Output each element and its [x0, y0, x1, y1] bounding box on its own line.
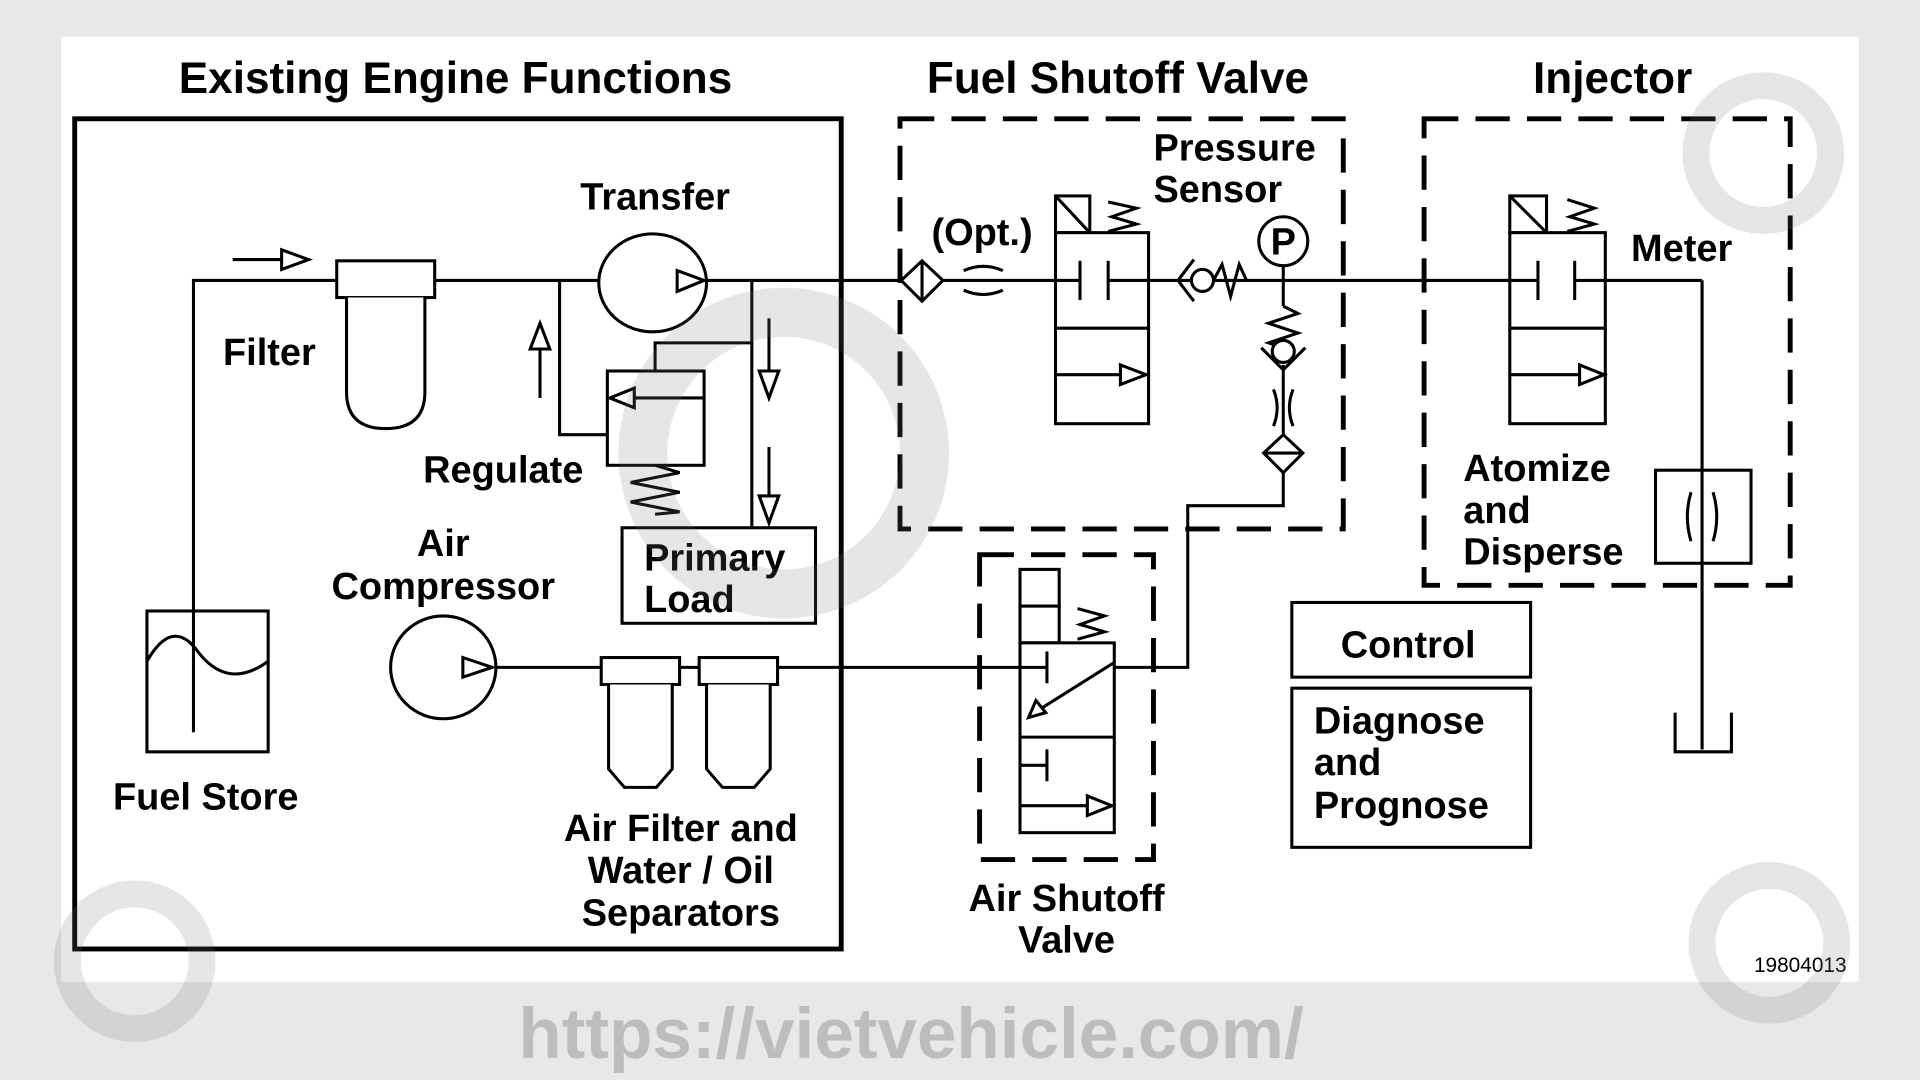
- exhaust-chamber-icon: [1673, 712, 1733, 754]
- label-primary: Primary: [644, 538, 785, 580]
- check-valve-icon: [1176, 258, 1248, 303]
- air-compressor-icon: [389, 614, 498, 721]
- label-control: Control: [1341, 625, 1476, 667]
- svg-text:P: P: [1271, 222, 1296, 264]
- diagram-panel: [61, 36, 1859, 983]
- inlet-filter-icon: [899, 258, 946, 304]
- label-filter: Filter: [223, 332, 316, 374]
- watermark-logo-icon: [53, 72, 1851, 1043]
- label-disperse: Disperse: [1463, 531, 1623, 573]
- fuel-shutoff-box: [897, 116, 1346, 532]
- label-valve: Valve: [1018, 920, 1115, 962]
- label-prognose: Prognose: [1314, 785, 1489, 827]
- title-existing-engine-functions: Existing Engine Functions: [179, 54, 732, 103]
- label-diagnose: Diagnose: [1314, 700, 1485, 742]
- air-shutoff-box: [977, 552, 1156, 863]
- fuel-filter-icon: [335, 259, 437, 431]
- title-fuel-shutoff-valve: Fuel Shutoff Valve: [927, 54, 1309, 103]
- label-load: Load: [644, 579, 735, 621]
- diagnose-prognose-box: [1290, 686, 1533, 849]
- label-diagnose-and: and: [1314, 742, 1381, 784]
- fuel-shutoff-valve-icon: [1053, 194, 1151, 426]
- label-air: Air: [417, 523, 470, 565]
- label-sensor: Sensor: [1153, 169, 1282, 211]
- transfer-pump-icon: [597, 232, 709, 334]
- figure-number: 19804013: [1754, 954, 1847, 977]
- label-pressure: Pressure: [1153, 127, 1315, 169]
- label-air-filter-3: Separators: [582, 893, 780, 935]
- label-atomize: Atomize: [1463, 448, 1611, 490]
- label-meter: Meter: [1631, 228, 1732, 270]
- label-fuel-store: Fuel Store: [113, 776, 299, 818]
- air-filter-icons: [599, 656, 780, 789]
- label-air-shutoff: Air Shutoff: [969, 878, 1165, 920]
- air-shutoff-valve-icon: [1018, 567, 1116, 835]
- injector-box: [1421, 116, 1793, 588]
- injector-meter-valve-icon: [1508, 194, 1609, 426]
- fuel-store-tank-icon: [145, 609, 270, 754]
- regulator-icon: [605, 369, 706, 516]
- control-box: [1290, 600, 1533, 679]
- pressure-sensor-icon: P: [1257, 215, 1310, 268]
- label-air-filter-1: Air Filter and: [564, 808, 798, 850]
- nozzle-icon: [1653, 280, 1753, 750]
- title-injector: Injector: [1533, 54, 1692, 103]
- label-transfer: Transfer: [580, 176, 730, 218]
- label-and: and: [1463, 490, 1530, 532]
- label-opt: (Opt.): [931, 212, 1032, 254]
- watermark-url: https://vietvehicle.com/: [518, 995, 1304, 1074]
- label-regulate: Regulate: [423, 449, 583, 491]
- orifice-icon: [963, 264, 1004, 297]
- primary-load-box: [620, 526, 818, 625]
- label-compressor: Compressor: [332, 566, 556, 608]
- air-check-valve-icon: [1260, 304, 1307, 475]
- flow-arrow-icons: [232, 247, 781, 528]
- existing-engine-box: [72, 116, 844, 952]
- label-air-filter-2: Water / Oil: [588, 850, 774, 892]
